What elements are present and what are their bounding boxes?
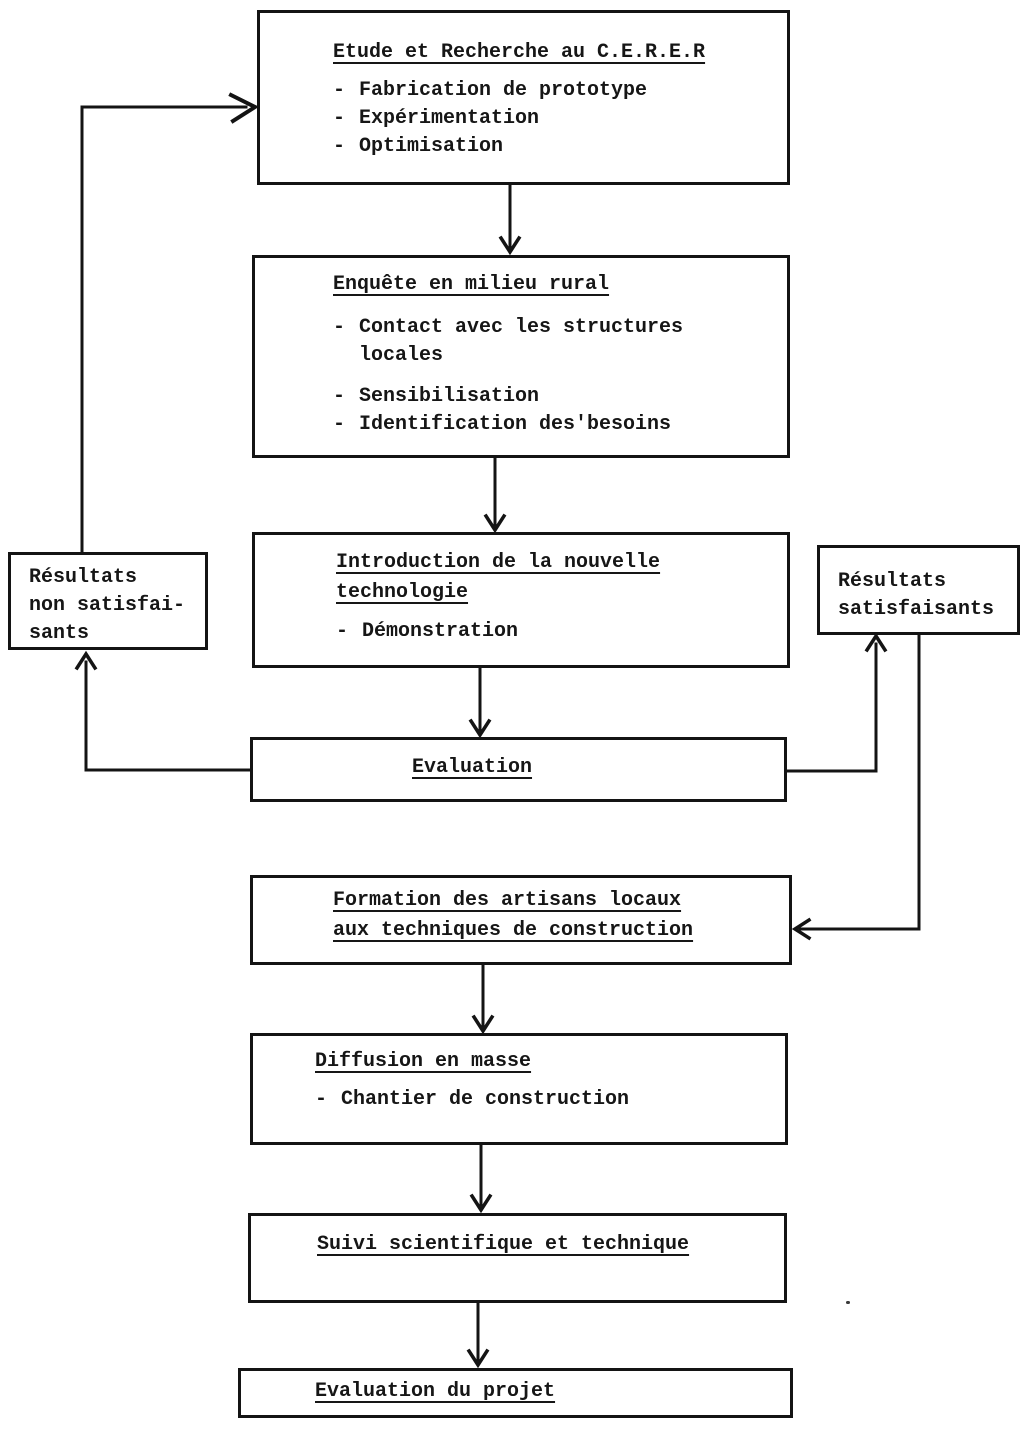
node-title: Diffusion en masse (315, 1050, 532, 1073)
list-item-label: Expérimentation (359, 107, 540, 130)
node-text-line: non satisfai- (29, 594, 186, 617)
arrowhead-up-icon (864, 632, 888, 653)
list-item: - Expérimentation (333, 105, 779, 133)
list-item-label: Sensibilisation (359, 385, 540, 408)
node-text-line: Résultats (838, 570, 947, 593)
node-title: Enquête en milieu rural (333, 273, 610, 296)
node-title-line: Formation des artisans locaux (333, 889, 682, 912)
arrow-respos-to-formation (798, 633, 921, 931)
node-suivi-scientifique: Suivi scientifique et technique (248, 1213, 787, 1303)
arrow-evaluation-to-respos (785, 642, 878, 773)
node-title: Etude et Recherche au C.E.R.E.R (333, 41, 706, 64)
list-item-label: Identification des'besoins (359, 413, 672, 436)
node-enquete-milieu-rural: Enquête en milieu rural - Contact avec l… (252, 255, 790, 458)
list-dash: - (315, 1088, 328, 1111)
node-title-line: aux techniques de construction (333, 919, 694, 942)
list-dash: - (333, 107, 346, 130)
node-text-line: Résultats (29, 566, 138, 589)
node-title: Suivi scientifique et technique (317, 1233, 690, 1256)
arrow-evaluation-to-resneg (84, 660, 252, 772)
arrowhead-right-icon (228, 92, 260, 124)
list-item-label: Contact avec les structures locales (359, 316, 684, 367)
arrowhead-down-icon (466, 1348, 490, 1369)
node-title-line: technologie (336, 581, 469, 604)
list-item-label: Démonstration (362, 620, 519, 643)
node-evaluation-projet: Evaluation du projet (238, 1368, 793, 1418)
node-title: Evaluation (412, 756, 533, 779)
node-text-line: sants (29, 622, 90, 645)
list-item: - Fabrication de prototype (333, 77, 779, 105)
ink-speck (846, 1301, 850, 1304)
list-dash: - (333, 135, 346, 158)
node-title: Evaluation du projet (315, 1380, 556, 1403)
node-title-line: Introduction de la nouvelle (336, 551, 661, 574)
node-text-line: satisfaisants (838, 598, 995, 621)
list-item: - Identification des'besoins (333, 411, 779, 439)
list-dash: - (333, 385, 346, 408)
list-item-label: Chantier de construction (341, 1088, 630, 1111)
list-item-label: Optimisation (359, 135, 504, 158)
arrowhead-up-icon (74, 650, 98, 671)
node-formation-artisans: Formation des artisans locaux aux techni… (250, 875, 792, 965)
arrowhead-down-icon (471, 1014, 495, 1035)
list-dash: - (336, 620, 349, 643)
node-introduction-technologie: Introduction de la nouvelle technologie … (252, 532, 790, 668)
arrowhead-down-icon (468, 718, 492, 739)
arrowhead-left-icon (791, 917, 812, 941)
list-item: - Optimisation (333, 133, 779, 161)
list-dash: - (333, 79, 346, 102)
node-diffusion-en-masse: Diffusion en masse - Chantier de constru… (250, 1033, 788, 1145)
arrowhead-down-icon (469, 1193, 493, 1214)
list-item: - Chantier de construction (315, 1086, 777, 1114)
list-item: - Démonstration (336, 618, 779, 646)
list-item-label: Fabrication de prototype (359, 79, 648, 102)
arrowhead-down-icon (498, 235, 522, 256)
node-evaluation: Evaluation (250, 737, 787, 802)
list-item: - Contact avec les structures locales (333, 314, 779, 370)
arrow-resneg-to-etude (80, 105, 248, 554)
list-dash: - (333, 316, 346, 339)
list-dash: - (333, 413, 346, 436)
node-resultats-satisfaisants: Résultats satisfaisants (817, 545, 1020, 635)
node-resultats-non-satisfaisants: Résultats non satisfai- sants (8, 552, 208, 650)
list-item: - Sensibilisation (333, 383, 779, 411)
node-etude-recherche: Etude et Recherche au C.E.R.E.R - Fabric… (257, 10, 790, 185)
arrowhead-down-icon (483, 513, 507, 534)
